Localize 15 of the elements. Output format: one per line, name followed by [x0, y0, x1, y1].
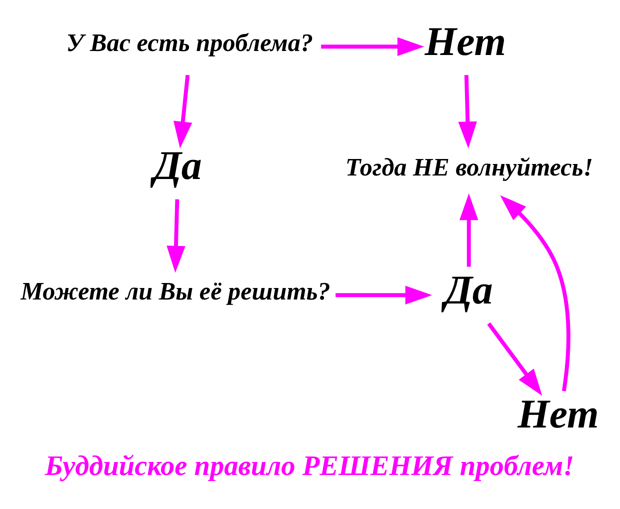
node-text: Тогда НЕ волнуйтесь! [345, 154, 594, 181]
arrow [500, 194, 570, 391]
arrow [487, 322, 542, 396]
node-text: Да [444, 266, 493, 312]
arrow [174, 74, 192, 148]
arrow [458, 74, 477, 148]
caption: Буддийское правило РЕШЕНИЯ проблем! [44, 450, 574, 482]
node-text: У Вас есть проблема? [66, 30, 314, 57]
arrow [321, 36, 424, 56]
node-text: Нет [518, 391, 599, 436]
node-text: Нет [424, 18, 506, 64]
arrow [166, 198, 186, 272]
arrow [336, 285, 432, 304]
node-text: Можете ли Вы её решить? [20, 278, 330, 306]
arrow [459, 192, 478, 266]
